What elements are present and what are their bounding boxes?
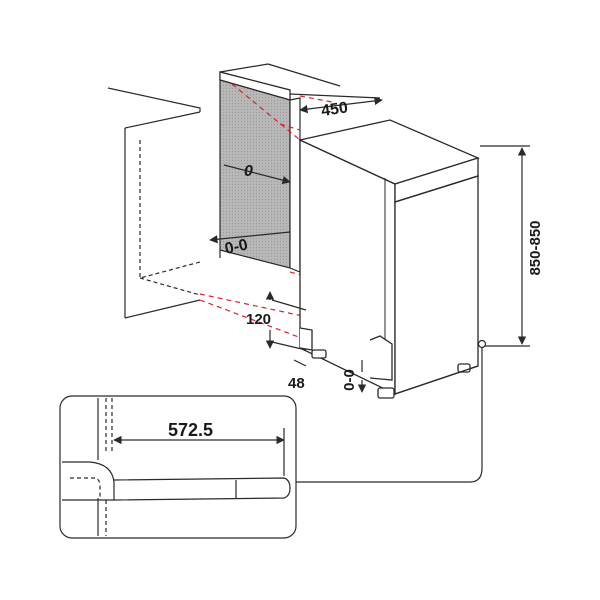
dim-plinth-height-label: 120 [246, 311, 271, 328]
dim-plinth-depth-label: 48 [288, 375, 305, 392]
dim-height-label: 850-850 [527, 220, 544, 275]
dim-gap-range-label: 0-0 [223, 236, 249, 257]
detail-inset [59, 395, 297, 539]
dim-detail-depth-label: 572.5 [168, 420, 213, 440]
left-cabinet [107, 87, 201, 319]
dim-depth-label: 450 [320, 99, 349, 120]
side-panel [219, 63, 341, 273]
detail-callout [296, 339, 487, 483]
dim-gap-label: 0 [244, 163, 253, 180]
dimension-lines [209, 93, 530, 393]
dishwasher [297, 119, 480, 399]
dim-foot-adjust-label: 0-0 [341, 369, 358, 391]
